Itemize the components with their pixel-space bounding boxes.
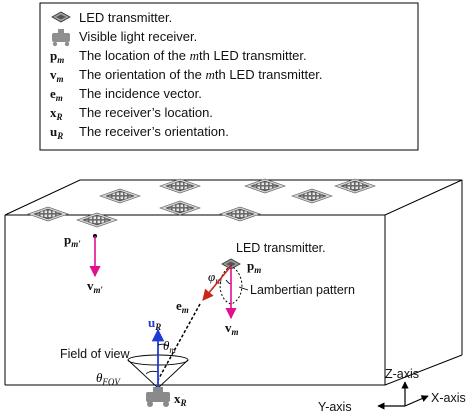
label-x-R: xR — [174, 391, 187, 408]
legend-led-text: LED transmitter. — [79, 10, 172, 25]
coordinate-axes: Z-axis Y-axis X-axis — [318, 367, 466, 414]
led-tile — [291, 188, 333, 204]
fov-cone-right — [157, 359, 189, 389]
room-box — [4, 179, 463, 386]
x-axis-arrow — [404, 395, 429, 407]
legend-pm-text: The location of the mth LED transmitter. — [79, 48, 307, 63]
legend-xr-text: The receiver’s location. — [79, 105, 213, 120]
legend-sym-vm: vm — [50, 67, 64, 84]
led-m-icon — [221, 258, 241, 270]
led-tile — [27, 206, 69, 222]
legend-receiver-text: Visible light receiver. — [79, 29, 197, 44]
label-v-mprime: vm′ — [87, 278, 104, 295]
legend-vm-text: The orientation of the mth LED transmitt… — [79, 67, 323, 82]
label-p-mprime: pm′ — [64, 232, 81, 249]
label-x-axis: X-axis — [431, 391, 466, 405]
label-y-axis: Y-axis — [318, 400, 352, 414]
label-v-m: vm — [225, 320, 239, 337]
led-tile — [334, 178, 376, 194]
label-u-R: uR — [148, 315, 161, 332]
room-floor-right-edge — [384, 354, 463, 386]
label-theta-m: θm — [163, 338, 176, 355]
incidence-vector: em — [157, 265, 232, 381]
led-tile — [219, 206, 261, 222]
incidence-arrow — [202, 265, 232, 301]
fov-cone-left — [127, 359, 159, 389]
legend-sym-ur: uR — [50, 124, 63, 141]
theta-m-arc — [157, 343, 169, 347]
legend-led-icon — [51, 11, 71, 23]
label-led-transmitter: LED transmitter. — [236, 241, 326, 255]
ceiling-led-array — [27, 178, 376, 228]
label-p-m: pm — [247, 258, 261, 275]
led-tile — [159, 178, 201, 194]
legend-box — [39, 2, 419, 151]
legend-sym-em: em — [50, 86, 63, 103]
label-e-m: em — [176, 298, 189, 315]
legend-sym-pm: pm — [50, 48, 64, 65]
lambertian-lobe — [219, 265, 243, 305]
led-tile — [159, 200, 201, 216]
legend: LED transmitter. Visible light receiver.… — [39, 2, 419, 151]
incidence-dashed-line — [157, 303, 201, 381]
label-lambertian: Lambertian pattern — [250, 283, 355, 297]
legend-sym-xr: xR — [50, 105, 63, 122]
theta-fov-arc — [145, 370, 159, 375]
receiver-icon — [146, 387, 170, 407]
lambertian-pointer — [238, 286, 249, 291]
receiver: uR θm Field of view θFOV xR — [60, 315, 189, 408]
led-mprime: pm′ vm′ — [64, 232, 104, 295]
led-m: LED transmitter. pm φm Lambertian patter… — [208, 241, 355, 337]
legend-receiver-icon — [52, 29, 70, 47]
led-tile — [244, 178, 286, 194]
label-theta-fov: θFOV — [96, 370, 121, 387]
legend-ur-text: The receiver’s orientation. — [79, 124, 229, 139]
legend-em-text: The incidence vector. — [79, 86, 202, 101]
led-tile — [99, 188, 141, 204]
label-z-axis: Z-axis — [385, 367, 419, 381]
label-field-of-view: Field of view — [60, 347, 130, 361]
label-phi-m: φm — [208, 269, 222, 286]
